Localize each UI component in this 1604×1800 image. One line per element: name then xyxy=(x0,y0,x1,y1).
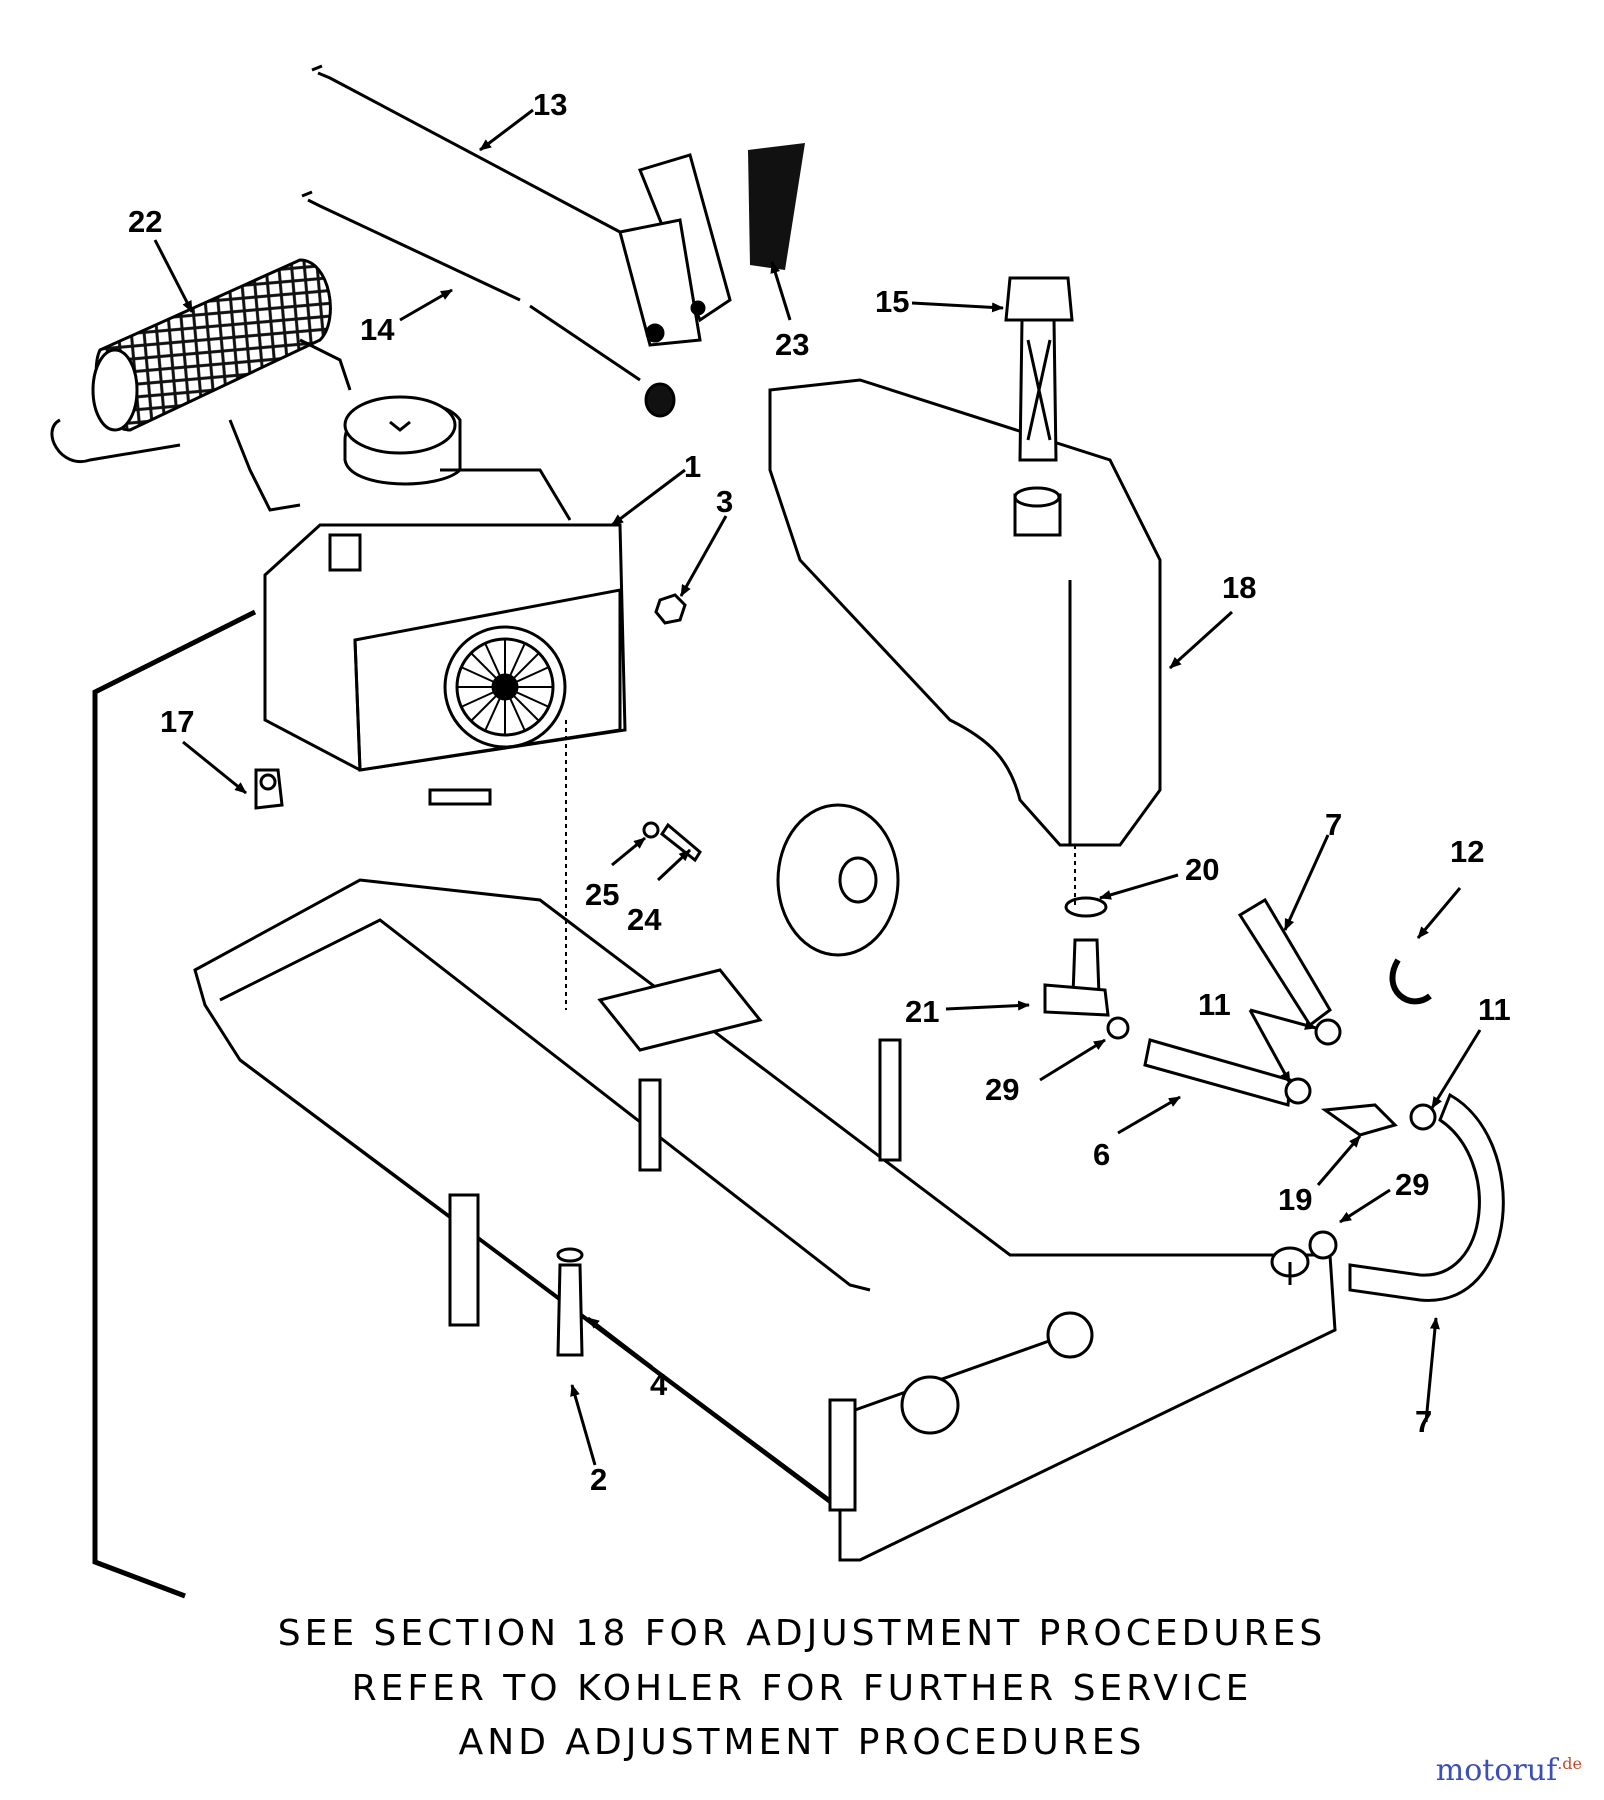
callout-7a: 7 xyxy=(1325,807,1342,842)
callout-18: 18 xyxy=(1222,570,1256,605)
arrow-22 xyxy=(153,239,194,313)
arrow-14 xyxy=(399,288,453,322)
arrow-19 xyxy=(1316,1135,1362,1186)
arrow-6 xyxy=(1117,1095,1181,1135)
callout-4: 4 xyxy=(650,1367,668,1402)
arrow-29b xyxy=(1339,1188,1391,1224)
callout-21: 21 xyxy=(905,994,939,1029)
callout-3: 3 xyxy=(716,484,733,519)
arrow-7b xyxy=(1424,1317,1440,1423)
bolt-2-washer-4 xyxy=(556,1247,584,1357)
nut-3 xyxy=(654,593,687,625)
callout-1: 1 xyxy=(684,449,701,484)
fuel-gauge xyxy=(1004,276,1074,462)
callout-13: 13 xyxy=(533,87,567,122)
frame xyxy=(193,878,1337,1562)
callout-29b: 29 xyxy=(1395,1167,1429,1202)
arrow-7a xyxy=(1283,834,1330,931)
callout-15: 15 xyxy=(875,284,909,319)
arrow-29a xyxy=(1039,1038,1106,1082)
callout-14: 14 xyxy=(360,312,395,347)
arrow-20 xyxy=(1099,873,1179,900)
alignment-lines xyxy=(565,720,1076,1010)
arrow-24 xyxy=(656,848,692,882)
fuel-tank xyxy=(768,378,1162,847)
throttle-cable xyxy=(311,64,621,234)
callout-2: 2 xyxy=(590,1462,607,1497)
fuel-valve-21 xyxy=(1043,896,1110,1017)
callout-arrows xyxy=(153,108,1482,1466)
callout-6: 6 xyxy=(1093,1137,1110,1172)
watermark-main: motoruf xyxy=(1435,1753,1558,1788)
callout-20: 20 xyxy=(1185,852,1219,887)
callout-24: 24 xyxy=(627,902,662,937)
note-refer-kohler: REFER TO KOHLER FOR FURTHER SERVICE xyxy=(351,1668,1253,1709)
arrow-15 xyxy=(911,301,1004,313)
watermark-tld: .de xyxy=(1557,1754,1582,1773)
note-adjustment-procedures: AND ADJUSTMENT PROCEDURES xyxy=(458,1722,1146,1763)
engine xyxy=(263,395,627,806)
washer-25-bolt-24 xyxy=(642,821,702,863)
arrow-2 xyxy=(570,1384,597,1466)
callout-29a: 29 xyxy=(985,1072,1019,1107)
muffler xyxy=(50,258,352,512)
fuel-hoses xyxy=(1106,897,1505,1302)
callout-11a: 11 xyxy=(1198,987,1231,1022)
note-section-18: SEE SECTION 18 FOR ADJUSTMENT PROCEDURES xyxy=(277,1613,1327,1654)
arrow-25 xyxy=(611,836,646,867)
watermark-logo: motoruf.de xyxy=(1436,1753,1582,1788)
clamp-17 xyxy=(254,768,284,810)
callout-17: 17 xyxy=(160,704,194,739)
callout-12: 12 xyxy=(1450,834,1484,869)
choke-cable xyxy=(301,190,676,418)
pedal-bracket xyxy=(618,153,732,347)
arrow-4 xyxy=(587,1316,653,1369)
callout-19: 19 xyxy=(1278,1182,1312,1217)
arrow-3 xyxy=(679,515,728,597)
arrow-11a1 xyxy=(1249,1008,1317,1030)
callout-numbers: 13 22 14 23 15 1 3 18 17 25 24 20 7 12 2… xyxy=(128,87,1511,1497)
arrow-17 xyxy=(182,740,247,795)
arrow-11a2 xyxy=(1248,1009,1292,1084)
arrow-12 xyxy=(1416,887,1462,939)
arrow-13 xyxy=(479,108,534,152)
callout-23: 23 xyxy=(775,327,809,362)
callout-7b: 7 xyxy=(1415,1404,1432,1439)
heat-shield-disc xyxy=(776,803,900,957)
arrow-21 xyxy=(945,1000,1030,1011)
arrow-23 xyxy=(770,261,792,321)
arrow-1 xyxy=(611,468,686,527)
arrow-18 xyxy=(1168,610,1234,670)
callout-22: 22 xyxy=(128,204,162,239)
pedal-pad xyxy=(748,143,805,270)
note-bracket-line xyxy=(92,609,257,1599)
arrow-11b xyxy=(1430,1029,1482,1109)
callout-25: 25 xyxy=(585,877,619,912)
callout-11b: 11 xyxy=(1478,992,1511,1027)
